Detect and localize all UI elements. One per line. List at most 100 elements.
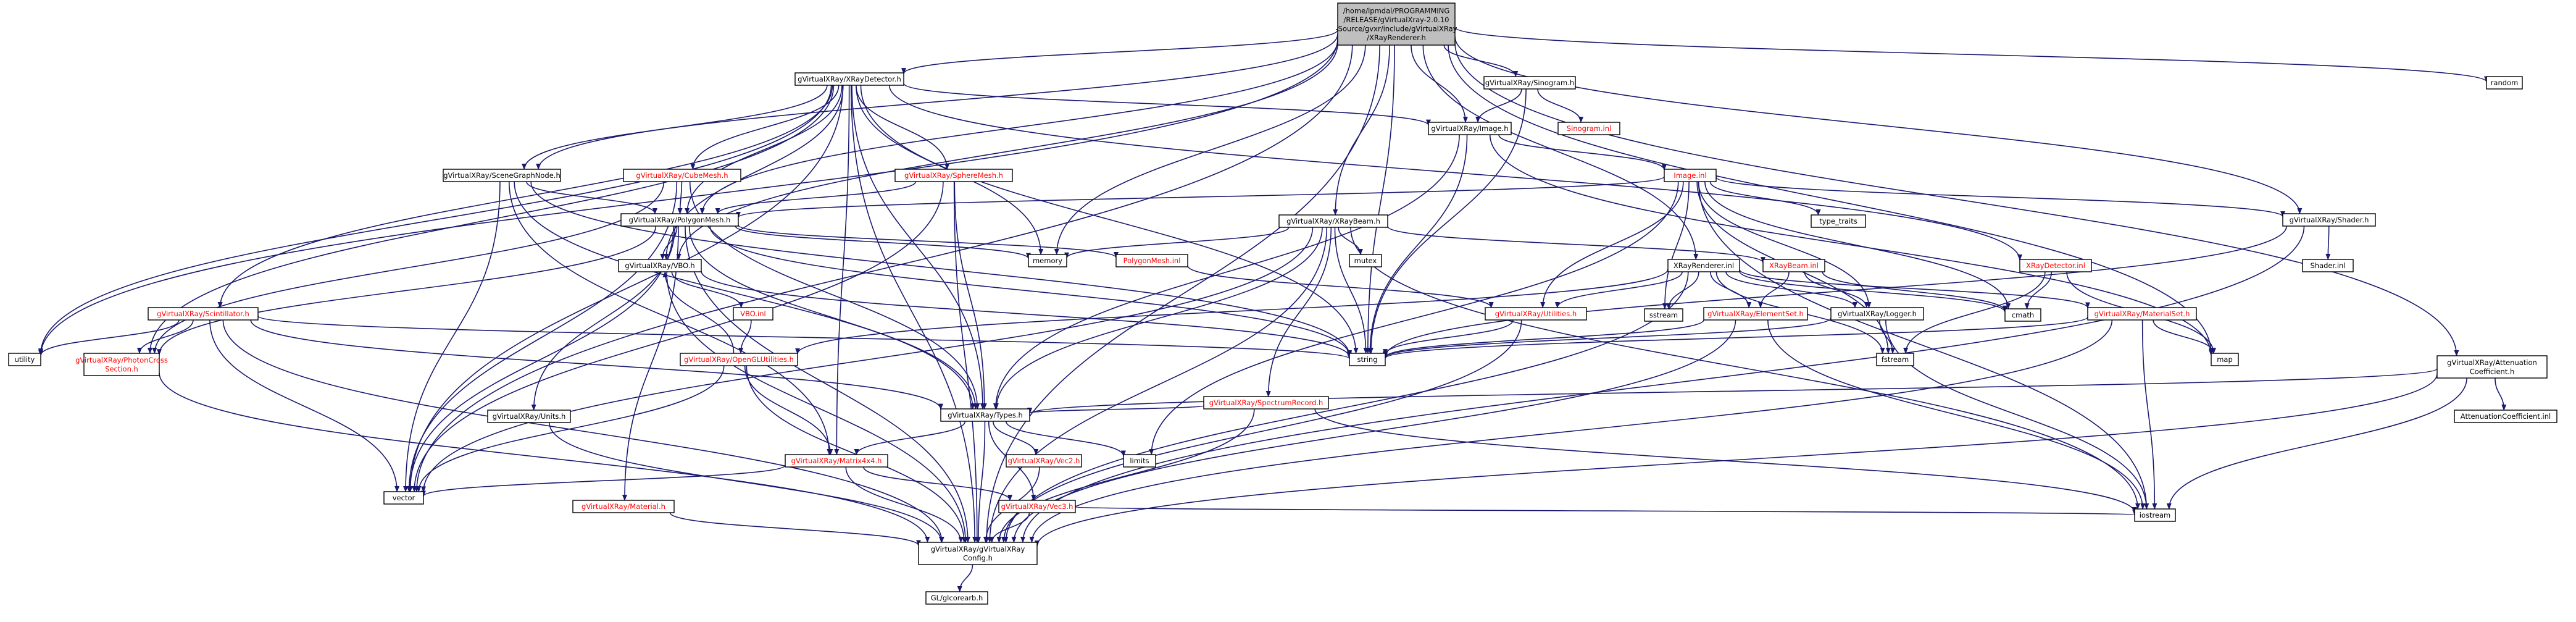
node-shaderh[interactable]: gVirtualXRay/Shader.h <box>2282 213 2376 227</box>
node-sinogram[interactable]: gVirtualXRay/Sinogram.h <box>1483 76 1576 90</box>
edge-xrayrendererinl-to-utilities <box>1554 271 1683 308</box>
edge-xraydetector-to-typesh <box>851 85 985 410</box>
node-shaderinl[interactable]: Shader.inl <box>2302 259 2354 272</box>
node-typetraits: type_traits <box>1811 214 1866 228</box>
node-scintillator[interactable]: gVirtualXRay/Scintillator.h <box>148 307 259 321</box>
edge-polygonmesh-to-memory <box>735 225 1031 259</box>
node-attcoefinl[interactable]: AttenuationCoefficient.inl <box>2454 410 2557 423</box>
node-elementset[interactable]: gVirtualXRay/ElementSet.h <box>1703 307 1808 321</box>
node-matrix[interactable]: gVirtualXRay/Matrix4x4.h <box>785 454 888 468</box>
edge-polygonmesh-to-vboh <box>660 225 678 260</box>
node-xraydetector[interactable]: gVirtualXRay/XRayDetector.h <box>794 72 904 86</box>
edge-polygonmesh-to-typesh <box>688 225 978 410</box>
edge-attcoef-to-typesh <box>1027 368 2438 414</box>
node-cubemesh[interactable]: gVirtualXRay/CubeMesh.h <box>623 169 741 182</box>
node-spheremesh[interactable]: gVirtualXRay/SphereMesh.h <box>894 169 1013 182</box>
node-typesh[interactable]: gVirtualXRay/Types.h <box>940 408 1030 422</box>
node-label: gVirtualXRay/SphereMesh.h <box>904 171 1003 180</box>
node-box <box>2087 307 2197 321</box>
node-materialh[interactable]: gVirtualXRay/Material.h <box>572 500 675 513</box>
node-label: gVirtualXRay/MaterialSet.h <box>2095 309 2190 318</box>
node-xraybeam[interactable]: gVirtualXRay/XRayBeam.h <box>1278 214 1388 228</box>
edge-polygonmesh-to-polygonmeshinl <box>738 224 1119 258</box>
node-label: gVirtualXRay/Scintillator.h <box>157 309 249 318</box>
node-polygonmesh[interactable]: gVirtualXRay/PolygonMesh.h <box>620 213 739 227</box>
edge-spheremesh-to-config <box>953 181 980 543</box>
node-layer: /home/lpmdal/PROGRAMMING/RELEASE/gVirtua… <box>8 2 2557 605</box>
node-polygonmeshinl[interactable]: PolygonMesh.inl <box>1115 254 1188 267</box>
edge-polygonmesh-to-materialh <box>622 225 679 501</box>
node-label: -Source/gvxr/include/gVirtualXRay <box>1336 24 1457 33</box>
edge-xraybeam-to-xraybeaminl <box>1387 225 1765 264</box>
node-vec2[interactable]: gVirtualXRay/Vec2.h <box>1006 454 1082 468</box>
node-vector: vector <box>383 491 424 505</box>
edge-polygonmesh-to-unitsh <box>531 225 676 411</box>
node-utilities[interactable]: gVirtualXRay/Utilities.h <box>1485 307 1587 321</box>
edge-xraydetector-to-scintillator <box>217 85 833 308</box>
node-label: gVirtualXRay/CubeMesh.h <box>636 171 728 180</box>
edge-sinogram-to-imageh <box>1475 88 1522 123</box>
node-box <box>2211 353 2239 366</box>
node-label: gVirtualXRay/Utilities.h <box>1495 309 1577 318</box>
edge-attcoef-to-iostream <box>2166 377 2467 510</box>
node-box <box>733 307 773 321</box>
node-label: /home/lpmdal/PROGRAMMING <box>1343 6 1450 15</box>
node-label: gVirtualXRay/PolygonMesh.h <box>629 216 731 224</box>
node-box <box>1203 396 1329 410</box>
node-label: iostream <box>2140 511 2171 519</box>
edge-typesh-to-matrix <box>854 421 966 455</box>
node-materialset[interactable]: gVirtualXRay/MaterialSet.h <box>2087 307 2197 321</box>
edge-imageh-to-typesh <box>993 134 1460 410</box>
edge-polygonmesh-to-vector <box>407 225 674 492</box>
node-label: XRayDetector.inl <box>2026 261 2085 270</box>
edge-scenegraph-to-typesh <box>514 181 975 410</box>
node-label: /RELEASE/gVirtualXray-2.0.10 <box>1344 15 1449 24</box>
node-spectrum[interactable]: gVirtualXRay/SpectrumRecord.h <box>1203 396 1329 410</box>
node-logger[interactable]: gVirtualXRay/Logger.h <box>1830 307 1924 321</box>
node-root[interactable]: /home/lpmdal/PROGRAMMING/RELEASE/gVirtua… <box>1336 2 1457 46</box>
edge-unitsh-to-config <box>548 422 944 543</box>
edge-xraydetector-to-scenegraph <box>522 85 828 170</box>
node-sinograminl[interactable]: Sinogram.inl <box>1557 122 1620 135</box>
node-label: fstream <box>1882 355 1909 364</box>
node-box <box>1123 454 1156 468</box>
node-imageinl[interactable]: Image.inl <box>1664 169 1717 182</box>
node-cmath: cmath <box>2004 308 2041 322</box>
node-xrayrendererinl[interactable]: XRayRenderer.inl <box>1667 259 1740 272</box>
node-label: gVirtualXRay/Vec2.h <box>1008 456 1080 465</box>
edge-config-to-glcorearb <box>957 564 973 592</box>
node-imageh[interactable]: gVirtualXRay/Image.h <box>1428 122 1512 135</box>
node-fstream: fstream <box>1876 353 1914 366</box>
edge-xraybeam-to-iostream <box>1350 227 2140 510</box>
node-unitsh[interactable]: gVirtualXRay/Units.h <box>487 410 571 423</box>
node-box <box>1428 122 1512 135</box>
node-glcorearb: GL/glcorearb.h <box>925 591 988 605</box>
node-scenegraph[interactable]: gVirtualXRay/SceneGraphNode.h <box>443 169 561 182</box>
edge-imageinl-to-limits <box>1149 181 1679 455</box>
node-vec3[interactable]: gVirtualXRay/Vec3.h <box>998 500 1076 513</box>
node-opengl[interactable]: gVirtualXRay/OpenGLUtilities.h <box>680 353 798 366</box>
edge-scintillator-to-utility <box>38 319 180 356</box>
edge-photoncross-to-config <box>159 372 930 543</box>
node-label: utility <box>15 355 35 364</box>
node-xraybeaminl[interactable]: XRayBeam.inl <box>1762 259 1825 272</box>
edge-xraydetector-to-string <box>860 85 1359 354</box>
node-label: Sinogram.inl <box>1567 124 1611 133</box>
edge-logger-to-fstream <box>1879 319 1896 354</box>
edge-spheremesh-to-polygonmesh <box>715 181 917 214</box>
node-box <box>2134 508 2176 522</box>
node-attcoef[interactable]: gVirtualXRay/AttenuationCoefficient.h <box>2436 355 2548 379</box>
edge-materialset-to-iostream <box>2141 319 2157 510</box>
node-box <box>620 213 739 227</box>
node-xraydetectorinl[interactable]: XRayDetector.inl <box>2019 259 2092 272</box>
edge-xraydetector-to-vector <box>407 85 844 492</box>
edge-vboh-to-string <box>701 271 1352 358</box>
edge-xraybeam-to-typesh <box>993 227 1323 410</box>
node-box <box>572 500 675 513</box>
node-vboh[interactable]: gVirtualXRay/VBO.h <box>618 259 702 272</box>
node-label: Shader.inl <box>2310 261 2345 270</box>
node-vboinl[interactable]: VBO.inl <box>733 307 773 321</box>
edge-scenegraph-to-vector <box>403 181 501 492</box>
